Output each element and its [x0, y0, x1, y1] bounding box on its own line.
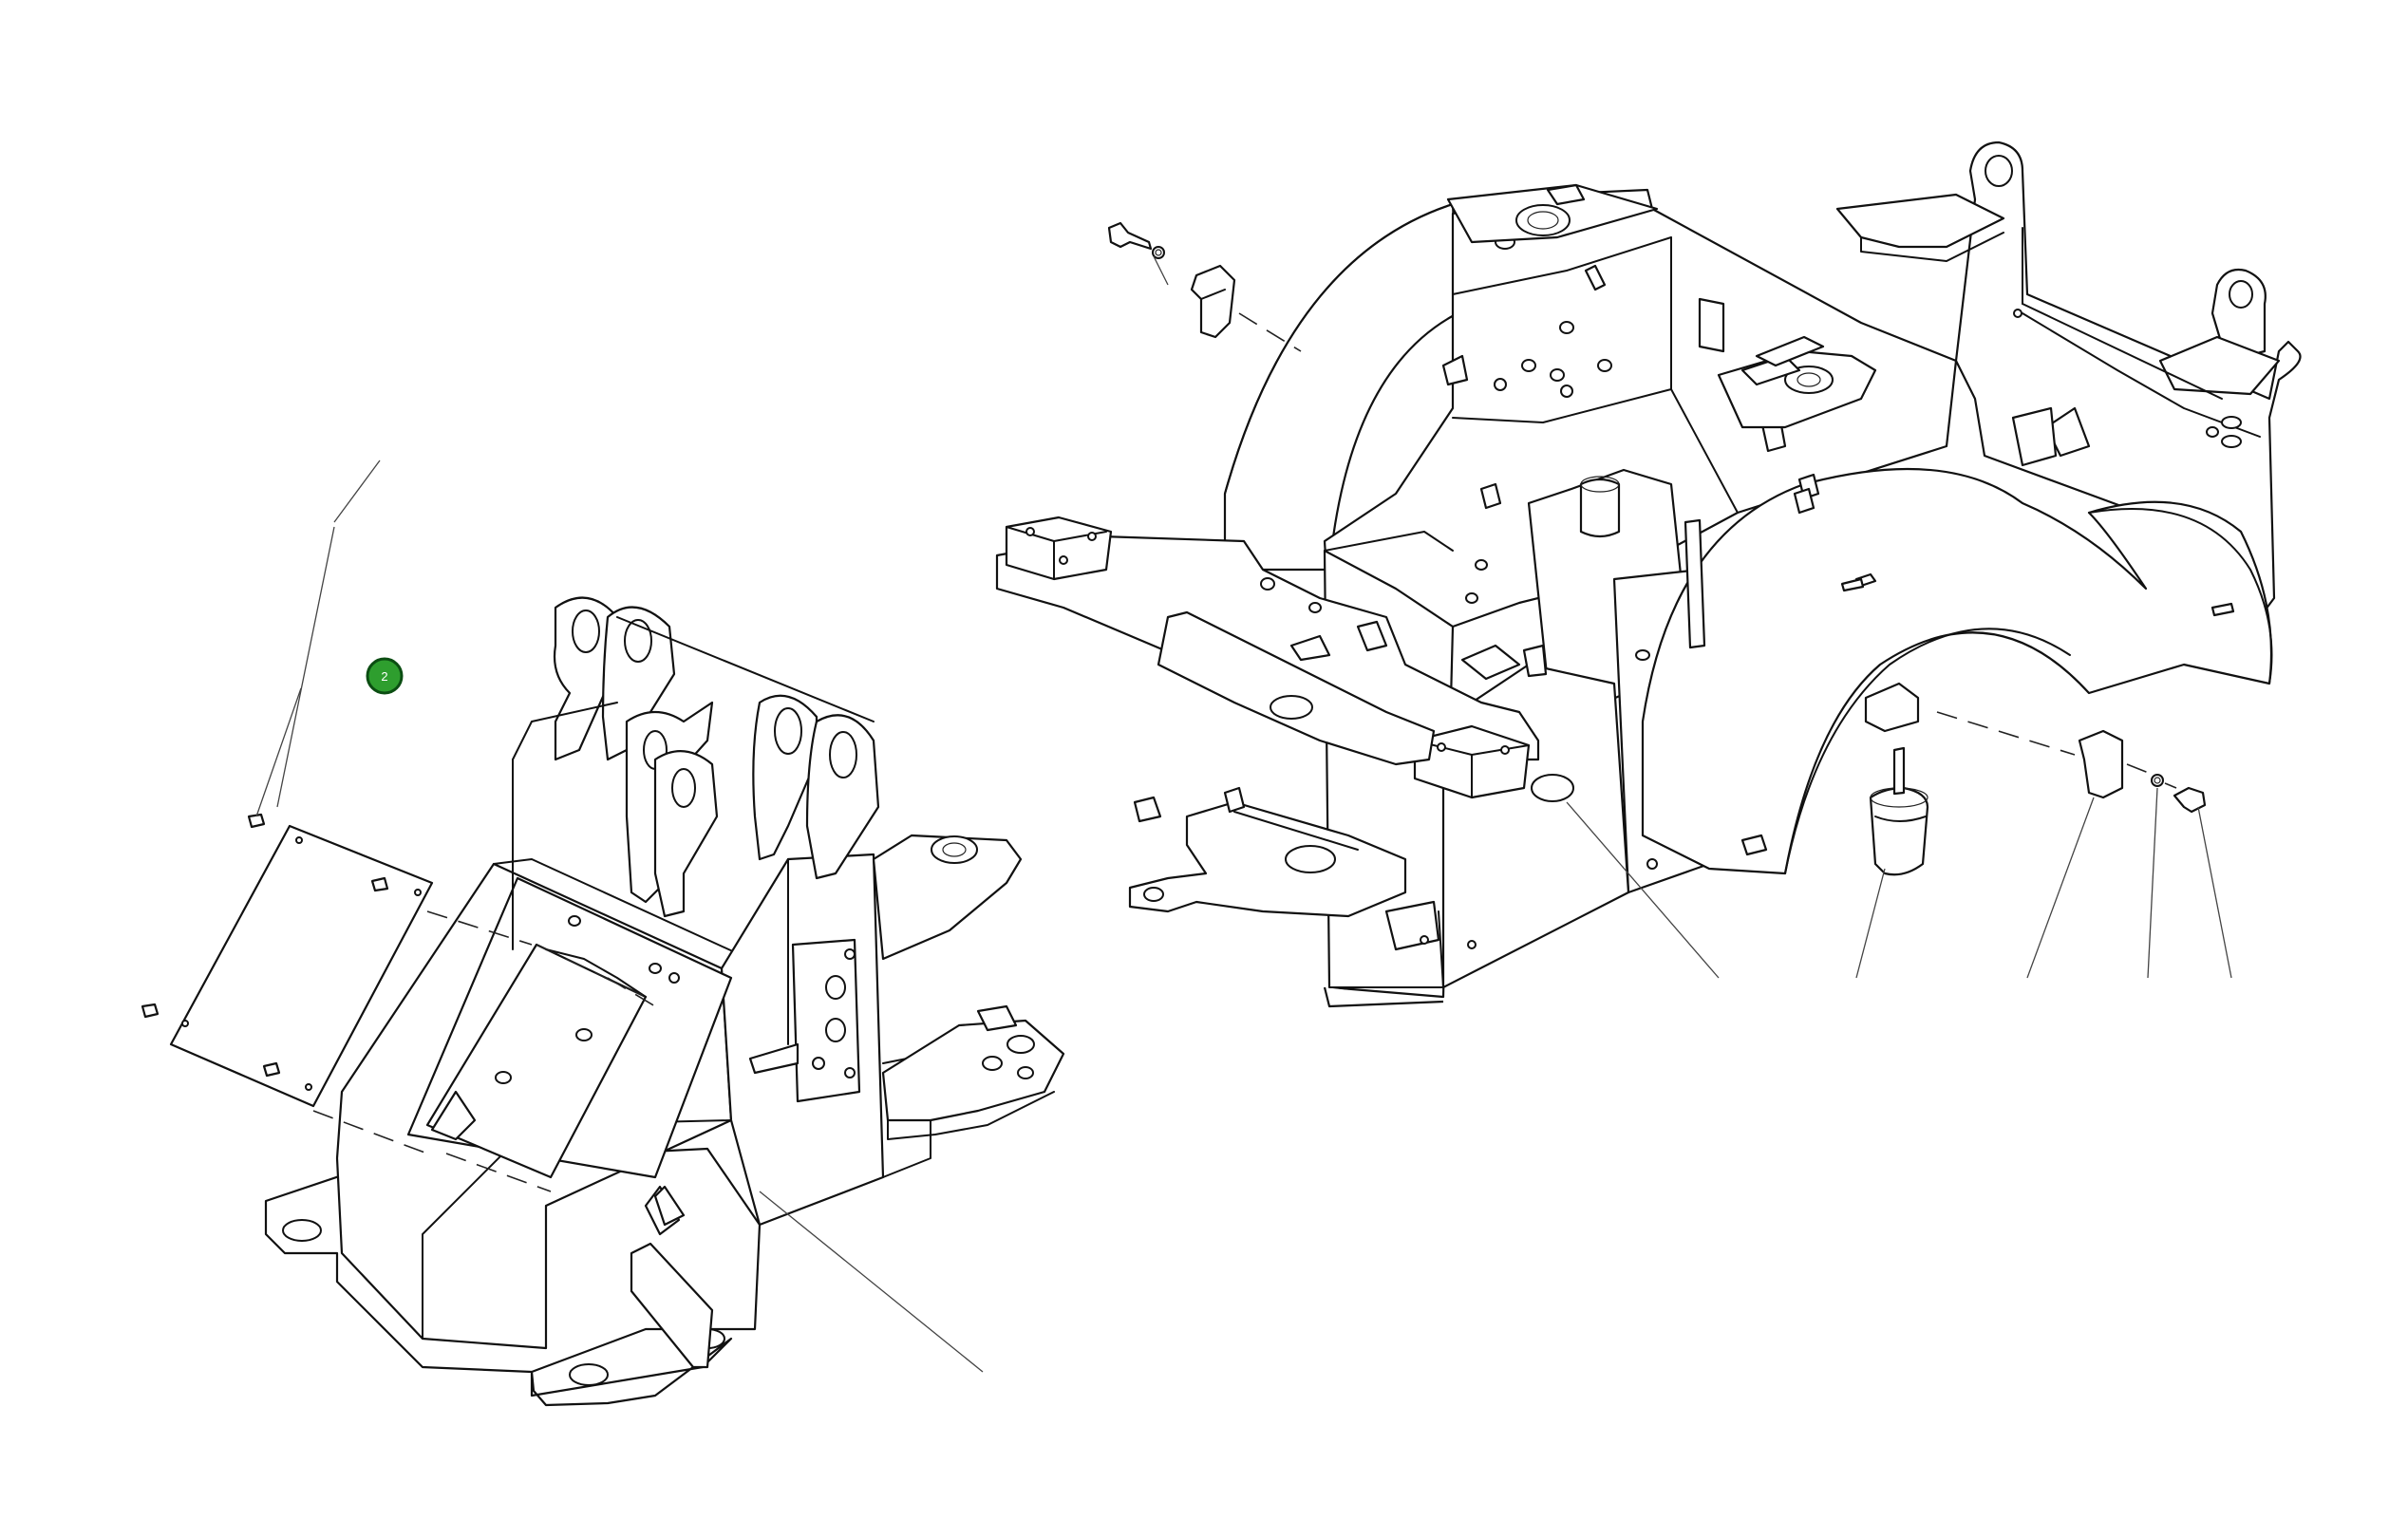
- leader-top-washer: [1153, 255, 1169, 286]
- leader-lines: [255, 255, 2232, 1373]
- rear-cross-member: [1157, 610, 1436, 766]
- cover-screw-4: [262, 1061, 281, 1078]
- cover-screw-3: [141, 1003, 160, 1019]
- cover-screw-2: [370, 876, 389, 892]
- rear-frame: [995, 141, 2302, 1008]
- leader-callout-2: [333, 460, 381, 523]
- rear-vertical-strap: [1684, 518, 1706, 649]
- rear-right-shelf: [2158, 335, 2281, 396]
- leader-cover: [276, 526, 335, 808]
- rear-hitch-hole: [1285, 845, 1336, 873]
- leader-screw: [255, 687, 302, 817]
- leader-front-frame: [759, 1191, 984, 1373]
- callout-circle[interactable]: [366, 657, 404, 695]
- rear-fender-right: [1641, 467, 2273, 875]
- front-frame-lower-hinge-plate: [881, 1019, 1065, 1122]
- front-frame: [141, 596, 1065, 1407]
- front-frame-upper-hinge-plate: [872, 834, 1023, 961]
- front-frame-foot-hole-right: [569, 1363, 609, 1386]
- rear-bolt-top: [1107, 221, 1153, 251]
- front-frame-lug-2: [601, 606, 676, 761]
- rear-clip-top: [1190, 264, 1236, 339]
- leader-bolt: [2197, 806, 2232, 979]
- callout-label: 2: [381, 669, 387, 684]
- leader-rear-frame: [1566, 801, 1720, 979]
- front-frame-gusset: [630, 1242, 714, 1369]
- rear-frame-bracket-pad: [1698, 297, 1725, 353]
- rear-left-pad: [1005, 516, 1113, 581]
- front-frame-lug-4: [653, 750, 719, 918]
- front-frame-lug-6: [805, 714, 880, 880]
- rear-tank-cylinder: [1579, 478, 1621, 538]
- rear-mount-bracket: [1864, 682, 1920, 733]
- rear-clip-bottom: [2078, 729, 2124, 799]
- rear-fender-bracket: [2011, 406, 2058, 467]
- rear-rubber-mount: [1869, 786, 1929, 876]
- rear-access-slot: [1531, 774, 1574, 802]
- leader-clip: [2026, 797, 2095, 979]
- front-frame-cover-plate: [169, 824, 434, 1108]
- front-frame-lug-1: [553, 596, 619, 761]
- leader-washer: [2147, 787, 2158, 979]
- callout-2[interactable]: 2: [366, 657, 404, 695]
- rear-bolt-bottom: [2173, 786, 2207, 814]
- leader-mount: [1855, 868, 1886, 979]
- rear-washer-top: [1152, 246, 1165, 259]
- rear-washer-bottom: [2151, 774, 2164, 787]
- front-frame-foot-hole-left: [282, 1219, 322, 1242]
- rear-lower-hitch: [1128, 800, 1407, 918]
